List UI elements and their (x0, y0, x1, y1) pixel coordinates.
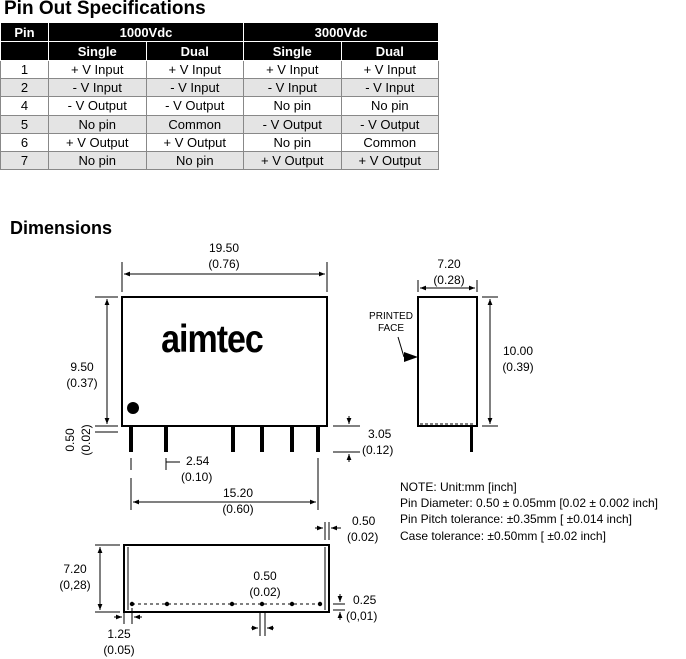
side-view: PRINTED FACE 7.20 (0.28) 10.00 (0.39) (369, 257, 534, 452)
pin-function-cell: No pin (48, 114, 147, 134)
span-mm: 15.20 (223, 486, 253, 500)
bottom-pins (129, 601, 323, 607)
pin-function-cell: - V Input (145, 78, 245, 98)
bottom-view: 0.50 (0.02) 7.20 (0,28) 0.50 (0.02) 0.25… (59, 514, 378, 657)
pin-number-cell: 7 (0, 150, 49, 171)
pin-function-cell: + V Input (243, 59, 342, 80)
edge-mm: 1.25 (107, 627, 131, 641)
bottom-height-mm: 7.20 (63, 562, 87, 576)
wall-in: (0.02) (347, 530, 378, 544)
pin-function-cell: - V Input (340, 78, 440, 98)
span-in: (0.60) (222, 502, 253, 516)
pin-dia-mm: 0.50 (253, 569, 277, 583)
length-mm: 19.50 (209, 241, 239, 255)
wall-mm: 0.50 (352, 514, 376, 528)
height-front-mm: 9.50 (70, 360, 94, 374)
pin-number-cell: 2 (0, 78, 49, 98)
pin-function-cell: Common (145, 114, 245, 134)
pin-function-cell: + V Output (340, 150, 440, 171)
offset-in: (0,01) (346, 609, 377, 623)
pin-function-cell: + V Output (48, 132, 147, 152)
front-pins (129, 426, 320, 452)
offset-mm: 0.25 (353, 593, 377, 607)
dimension-notes: NOTE: Unit:mm [inch] Pin Diameter: 0.50 … (400, 479, 658, 544)
pin-length-in: (0.12) (362, 443, 393, 457)
note-pin-diameter: Pin Diameter: 0.50 ± 0.05mm [0.02 ± 0.00… (400, 496, 658, 511)
pin-function-cell: - V Input (243, 78, 342, 98)
group-header-3000vdc: 3000Vdc (243, 22, 440, 42)
printed-face-label-1: PRINTED (369, 311, 413, 322)
pin-function-cell: - V Output (145, 96, 245, 116)
pin-function-cell: No pin (48, 150, 147, 171)
pin-length-mm: 3.05 (368, 427, 392, 441)
front-case (121, 296, 328, 427)
pin-function-cell: No pin (243, 132, 342, 152)
height-side-in: (0.39) (502, 360, 533, 374)
pinout-title: Pin Out Specifications (4, 0, 206, 19)
pin-function-cell: Common (340, 132, 440, 152)
pin1-marker-dot (127, 402, 139, 414)
subheader-dual-1000: Dual (145, 41, 245, 61)
pin-function-cell: No pin (145, 150, 245, 171)
pin-dia-in: (0.02) (249, 585, 280, 599)
subheader-single-3000: Single (243, 41, 342, 61)
bottom-height-in: (0,28) (59, 578, 90, 592)
printed-face-arrow (404, 352, 418, 362)
side-pin (470, 426, 473, 452)
edge-in: (0.05) (103, 643, 134, 657)
pin-function-cell: No pin (340, 96, 440, 116)
pitch-in: (0.10) (181, 470, 212, 484)
note-pin-pitch: Pin Pitch tolerance: ±0.35mm [ ±0.014 in… (400, 512, 632, 527)
pinout-table: Pin 1000Vdc 3000Vdc Single Dual Single D… (0, 22, 440, 171)
pin-function-cell: - V Output (48, 96, 147, 116)
table-row: 2- V Input- V Input- V Input- V Input (0, 78, 440, 98)
length-in: (0.76) (208, 257, 239, 271)
bottom-case (123, 544, 330, 613)
table-row: 1+ V Input+ V Input+ V Input+ V Input (0, 59, 440, 80)
width-mm: 7.20 (437, 257, 461, 271)
pin-number-cell: 4 (0, 96, 49, 116)
pin-function-cell: - V Input (48, 78, 147, 98)
pin-number-cell: 5 (0, 114, 49, 134)
pin-header: Pin (0, 22, 49, 42)
front-view: aimtec 19.50 (0.76) 9.50 (0.37) 0.50 (0.… (63, 241, 393, 516)
pin-function-cell: + V Input (48, 59, 147, 80)
standoff-mm: 0.50 (63, 428, 77, 452)
aimtec-logo: aimtec (161, 317, 263, 361)
standoff-in: (0.02) (79, 424, 93, 455)
height-front-in: (0.37) (66, 376, 97, 390)
pitch-mm: 2.54 (186, 454, 210, 468)
subheader-single-1000: Single (48, 41, 147, 61)
side-case (417, 296, 478, 427)
dimensions-title: Dimensions (10, 218, 113, 238)
width-in: (0.28) (433, 273, 464, 287)
pin-number-cell: 6 (0, 132, 49, 152)
printed-face-label-2: FACE (378, 323, 404, 334)
pin-function-cell: No pin (243, 96, 342, 116)
pin-number-cell: 1 (0, 59, 49, 80)
height-side-mm: 10.00 (503, 344, 533, 358)
note-units: NOTE: Unit:mm [inch] (400, 480, 517, 494)
pin-function-cell: + V Input (340, 59, 440, 80)
pin-function-cell: + V Input (145, 59, 245, 80)
note-case-tolerance: Case tolerance: ±0.50mm [ ±0.02 inch] (400, 528, 606, 543)
group-header-1000vdc: 1000Vdc (47, 22, 245, 42)
pin-function-cell: + V Output (243, 150, 342, 171)
